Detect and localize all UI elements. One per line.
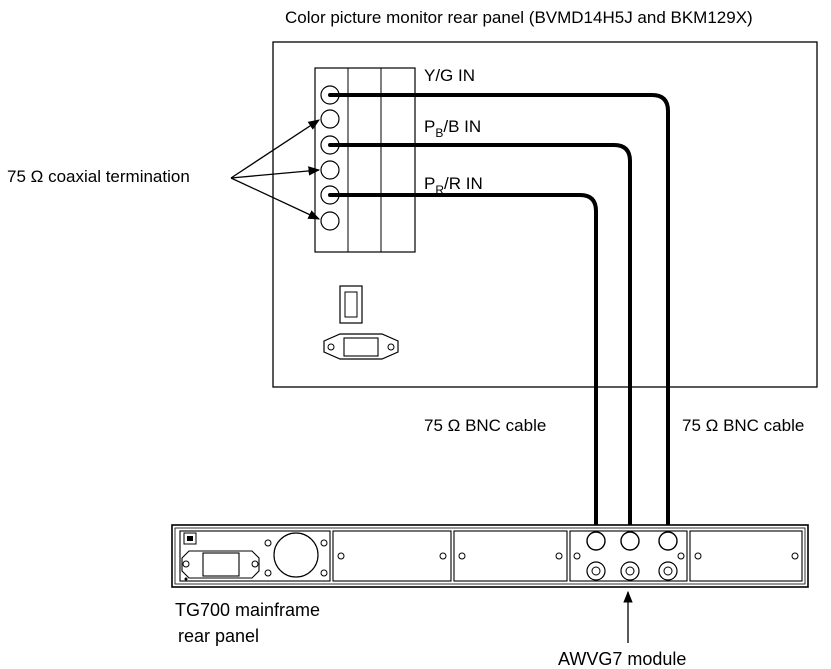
mainframe-power-section <box>179 530 331 582</box>
monitor-title: Color picture monitor rear panel (BVMD14… <box>285 8 753 27</box>
termination-arrows <box>230 119 321 220</box>
mainframe-blank-slot-1 <box>332 530 452 582</box>
bnc-terminated-2 <box>320 160 340 180</box>
label-awvg7-module: AWVG7 module <box>558 649 686 669</box>
monitor-power-switch <box>339 285 363 324</box>
bnc-terminated-1 <box>320 109 340 129</box>
fan-icon <box>273 532 319 578</box>
monitor-ac-inlet <box>323 333 399 360</box>
mainframe-blank-slot-2 <box>453 530 568 582</box>
label-mainframe-line1: TG700 mainframe <box>175 600 320 620</box>
mainframe-rear-panel <box>171 524 809 588</box>
cable-pb <box>328 143 632 535</box>
awvg7-module <box>569 530 688 582</box>
label-pr-in: PR/R IN <box>424 174 483 197</box>
bnc-terminated-3 <box>320 211 340 231</box>
label-coaxial-termination: 75 Ω coaxial termination <box>7 167 190 186</box>
label-cable-right: 75 Ω BNC cable <box>682 416 804 435</box>
label-mainframe-line2: rear panel <box>178 626 259 646</box>
mainframe-blank-slot-3 <box>689 530 803 582</box>
label-pb-in: PB/B IN <box>424 117 481 140</box>
bnc-cables <box>328 93 670 535</box>
cable-yg <box>328 93 670 535</box>
label-yg-in: Y/G IN <box>424 66 475 85</box>
cable-pr <box>328 193 598 535</box>
label-cable-left: 75 Ω BNC cable <box>424 416 546 435</box>
